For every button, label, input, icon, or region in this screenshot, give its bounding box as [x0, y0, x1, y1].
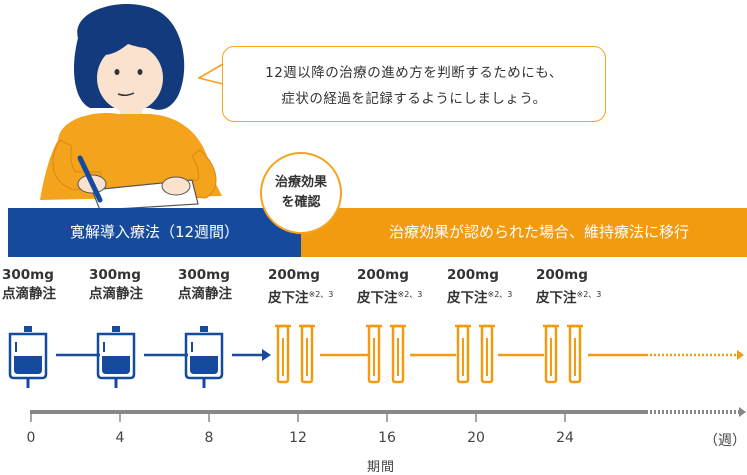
syringe-icon	[299, 324, 315, 384]
dose-route: 点滴静注	[178, 286, 232, 302]
speech-bubble-tail	[198, 63, 224, 85]
dose-amount: 300mg	[89, 267, 141, 283]
efficacy-check-badge: 治療効果 を確認	[260, 152, 342, 234]
syringe-icon	[366, 324, 382, 384]
timeline-axis	[30, 407, 746, 422]
dose-route: 点滴静注	[2, 286, 56, 302]
axis-title: 期間	[367, 460, 396, 475]
tick-label-20: 20	[467, 430, 485, 446]
arrow-head-icon	[262, 349, 271, 361]
phase-induction-label: 寛解導入療法（12週間）	[69, 223, 240, 241]
speech-bubble-line2: 症状の経過を記録するようにしましょう。	[281, 91, 547, 107]
dose-amount: 300mg	[2, 267, 54, 283]
syringe-icon	[455, 324, 471, 384]
dose-label-6: 200mg 皮下注※2、3	[447, 266, 512, 308]
dose-route: 皮下注	[536, 290, 577, 306]
dose-amount: 200mg	[268, 267, 320, 283]
syringe-icon	[390, 324, 406, 384]
dose-label-1: 300mg 点滴静注	[2, 266, 56, 304]
iv-bag-icon	[8, 326, 48, 388]
tick-label-12: 12	[289, 430, 307, 446]
dose-route: 皮下注	[357, 290, 398, 306]
tick-label-4: 4	[115, 430, 125, 446]
dose-footnote: ※2、3	[397, 290, 423, 299]
dosing-schedule	[8, 324, 744, 388]
iv-bag-icon	[96, 326, 136, 388]
syringe-icon	[543, 324, 559, 384]
efficacy-check-line2: を確認	[281, 195, 321, 210]
phase-maintenance-bar: 治療効果が認められた場合、維持療法に移行	[301, 208, 747, 257]
syringe-icon	[479, 324, 495, 384]
dose-label-7: 200mg 皮下注※2、3	[536, 266, 601, 308]
dose-footnote: ※2、3	[576, 290, 602, 299]
speech-bubble: 12週以降の治療の進め方を判断するためにも、 症状の経過を記録するようにしましょ…	[222, 46, 606, 122]
arrow-head-icon	[739, 407, 746, 417]
dose-amount: 300mg	[178, 267, 230, 283]
speech-bubble-line1: 12週以降の治療の進め方を判断するためにも、	[265, 65, 563, 81]
tick-label-8: 8	[204, 430, 214, 446]
dose-label-4: 200mg 皮下注※2、3	[268, 266, 333, 308]
arrow-head-icon	[737, 350, 744, 360]
tick-label-16: 16	[378, 430, 396, 446]
tick-label-0: 0	[26, 430, 36, 446]
dose-label-3: 300mg 点滴静注	[178, 266, 232, 304]
dose-route: 皮下注	[447, 290, 488, 306]
syringe-icon	[275, 324, 291, 384]
phase-maintenance-label: 治療効果が認められた場合、維持療法に移行	[388, 223, 689, 241]
axis-unit-label: （週）	[704, 433, 746, 449]
dose-amount: 200mg	[447, 267, 499, 283]
syringe-icon	[567, 324, 583, 384]
dose-footnote: ※2、3	[308, 290, 334, 299]
dose-label-5: 200mg 皮下注※2、3	[357, 266, 422, 308]
iv-bag-icon	[184, 326, 224, 388]
efficacy-check-line1: 治療効果	[274, 175, 327, 190]
dose-label-2: 300mg 点滴静注	[89, 266, 143, 304]
dose-footnote: ※2、3	[487, 290, 513, 299]
dose-route: 皮下注	[268, 290, 309, 306]
dose-route: 点滴静注	[89, 286, 143, 302]
tick-label-24: 24	[556, 430, 574, 446]
phase-induction-bar: 寛解導入療法（12週間）	[8, 208, 301, 257]
dose-amount: 200mg	[357, 267, 409, 283]
dose-amount: 200mg	[536, 267, 588, 283]
